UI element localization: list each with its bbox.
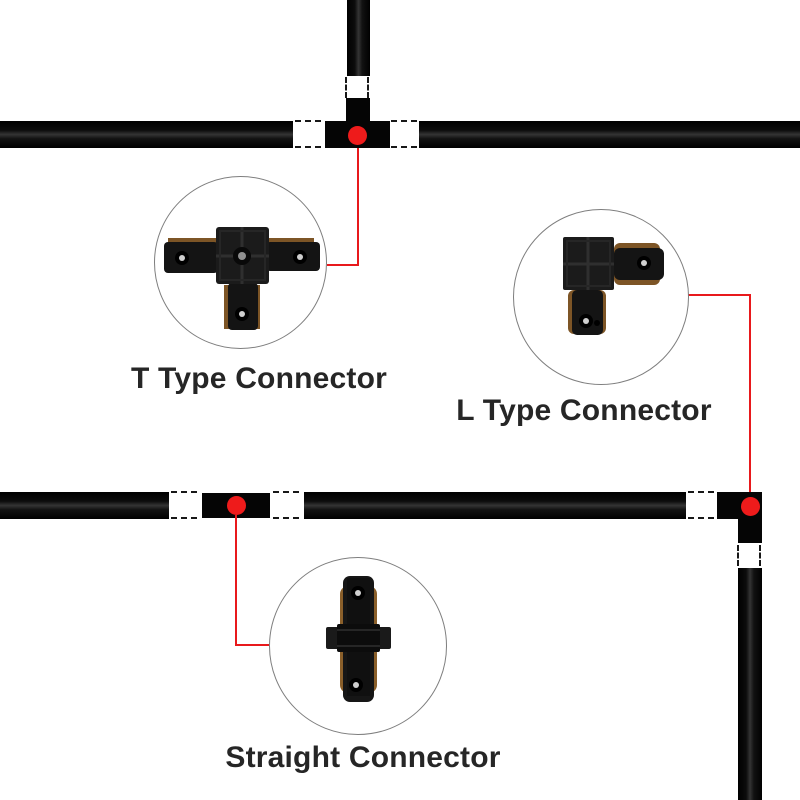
l-junction-marker-dot bbox=[741, 497, 760, 516]
straight-junction-marker-dot bbox=[227, 496, 246, 515]
gap-dash bbox=[171, 491, 197, 493]
gap-dash bbox=[688, 517, 714, 519]
l-connector-photo bbox=[563, 237, 664, 335]
track-vertical-top bbox=[347, 0, 370, 76]
t-callout-line-horizontal bbox=[327, 264, 359, 266]
l-junction-block-vertical bbox=[738, 519, 762, 543]
gap-dash bbox=[295, 146, 321, 148]
t-connector-label: T Type Connector bbox=[131, 362, 387, 395]
gap-dash bbox=[391, 146, 417, 148]
gap-dash bbox=[688, 491, 714, 493]
l-callout-line-horizontal bbox=[688, 294, 750, 296]
track-horizontal-top-right bbox=[419, 121, 800, 148]
t-callout-line-vertical bbox=[357, 148, 359, 265]
straight-connector-photo bbox=[326, 576, 391, 702]
gap-dash bbox=[737, 545, 739, 566]
l-connector-label: L Type Connector bbox=[456, 394, 712, 427]
gap-dash bbox=[273, 491, 299, 493]
gap-dash bbox=[273, 517, 299, 519]
track-horizontal-top-left bbox=[0, 121, 293, 148]
l-connector-inset-circle bbox=[513, 209, 689, 385]
straight-connector-inset-circle bbox=[269, 557, 447, 735]
straight-callout-line-horizontal bbox=[235, 644, 269, 646]
gap-dash bbox=[171, 517, 197, 519]
l-callout-line-vertical bbox=[749, 294, 751, 507]
gap-dash bbox=[759, 545, 761, 566]
track-horizontal-bottom-middle bbox=[304, 492, 686, 519]
t-connector-inset-circle bbox=[154, 176, 327, 349]
t-junction-stem bbox=[346, 98, 370, 122]
straight-connector-label: Straight Connector bbox=[225, 741, 501, 774]
t-junction-marker-dot bbox=[348, 126, 367, 145]
straight-callout-line-vertical bbox=[235, 515, 237, 645]
gap-dash bbox=[391, 120, 417, 122]
gap-dash bbox=[295, 120, 321, 122]
t-connector-photo bbox=[163, 226, 320, 330]
gap-dash bbox=[345, 77, 347, 98]
gap-dash bbox=[367, 77, 369, 98]
track-horizontal-bottom-left bbox=[0, 492, 169, 519]
track-vertical-bottom-right bbox=[738, 568, 762, 800]
